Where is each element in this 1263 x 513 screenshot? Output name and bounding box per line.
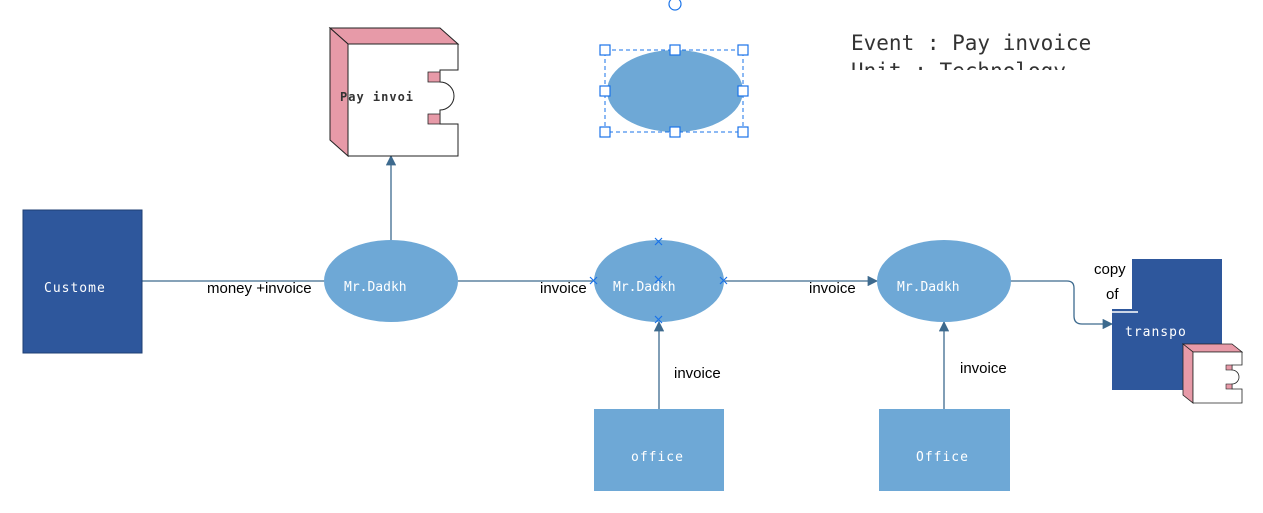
office1-label: office: [631, 450, 684, 465]
office1-box[interactable]: [594, 409, 724, 491]
actor1-ellipse[interactable]: [324, 240, 458, 322]
actor1-label: Mr.Dadkh: [344, 280, 407, 295]
selected-ellipse[interactable]: [607, 50, 743, 132]
customer-box[interactable]: [22, 209, 143, 354]
connectors: [142, 154, 1114, 409]
actor2-label: Mr.Dadkh: [613, 280, 676, 295]
office2-box[interactable]: [879, 409, 1010, 491]
event-line: Event : Pay invoice: [851, 31, 1091, 55]
unit-line: Unit : Technology: [851, 59, 1066, 83]
connection-point-icon: [589, 237, 728, 324]
selection-handles-icon[interactable]: [599, 44, 749, 138]
transport-label: transpo: [1125, 325, 1187, 340]
office2-label: Office: [916, 450, 969, 465]
actor3-label: Mr.Dadkh: [897, 280, 960, 295]
component-top-face: [328, 27, 460, 45]
edge-label-money-invoice: money +invoice: [207, 280, 312, 297]
connector-actor3-transport[interactable]: [1010, 280, 1114, 330]
component-icon: [1181, 343, 1244, 404]
selected-ellipse-group[interactable]: [599, 0, 749, 138]
edge-label-invoice-actor2: invoice: [540, 280, 587, 297]
component-label: Pay invoi: [340, 90, 414, 104]
edge-label-office2-invoice: invoice: [960, 360, 1007, 377]
edge-label-invoice-actor3: invoice: [809, 280, 856, 297]
rotate-handle-icon[interactable]: [668, 0, 682, 11]
copy-label-bg: [1092, 259, 1132, 309]
edge-label-copy: copy: [1094, 261, 1126, 278]
customer-label: Custome: [44, 281, 106, 296]
actor2-ellipse[interactable]: [594, 240, 724, 322]
edge-label-office1-invoice: invoice: [674, 365, 721, 382]
edge-label-of: of: [1106, 286, 1119, 303]
component-notch: [427, 71, 441, 125]
actor3-ellipse[interactable]: [877, 240, 1011, 322]
pay-invoice-component[interactable]: Pay invoi: [328, 26, 460, 158]
